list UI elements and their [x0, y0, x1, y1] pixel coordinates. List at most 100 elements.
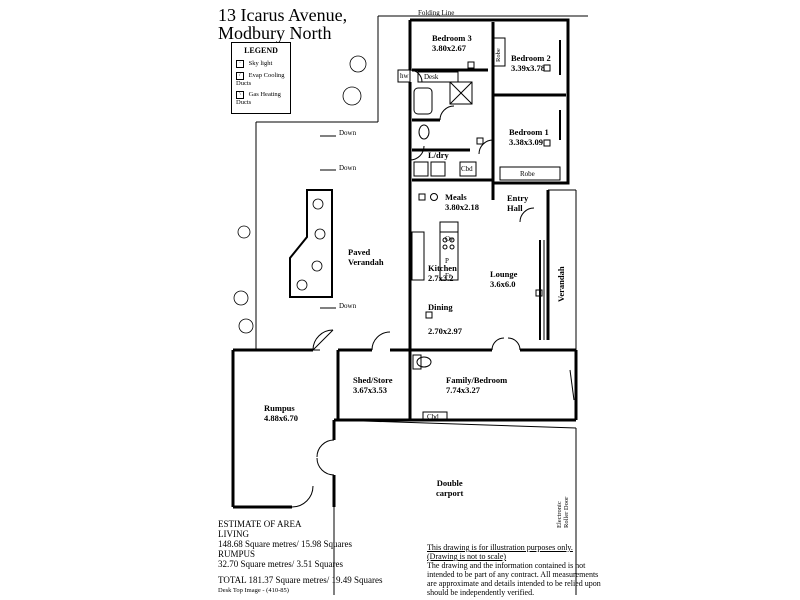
living-value: 148.68 Square metres/ 15.98 Squares: [218, 539, 352, 549]
property-address-line1: 13 Icarus Avenue,: [218, 5, 348, 25]
pantry-label: P: [445, 257, 449, 265]
rumpus-value: 32.70 Square metres/ 3.51 Squares: [218, 559, 343, 569]
legend-item-gas: \ Gas Heating Ducts: [236, 91, 290, 106]
down-label: Down: [339, 302, 357, 310]
room-meals: Meals 3.80x2.18: [445, 192, 479, 212]
disclaimer-body: The drawing and the information containe…: [427, 561, 601, 597]
room-name: Dining: [428, 302, 453, 312]
room-name: Paved: [348, 247, 371, 257]
room-name-2: Verandah: [348, 256, 384, 267]
robe-bed1: [499, 166, 561, 181]
hw-label: hw: [400, 72, 409, 80]
trees: [233, 55, 367, 334]
room-kitchen: Kitchen 2.7x3.2: [428, 263, 457, 283]
room-name: Shed/Store: [353, 375, 393, 385]
room-name: Bedroom 1: [509, 127, 549, 137]
desk: [417, 71, 459, 83]
laundry-tub: [413, 161, 429, 177]
down-label: Down: [339, 164, 357, 172]
kitchen-bench: [411, 231, 425, 281]
robe-label: Robe: [520, 170, 535, 178]
legend-title: LEGEND: [244, 46, 278, 55]
area-estimate: ESTIMATE OF AREA LIVING 148.68 Square me…: [218, 519, 383, 585]
carport-outline: [333, 419, 577, 429]
room-size: 3.38x3.09: [509, 136, 543, 147]
room-entry-hall: Entry Hall: [507, 193, 529, 213]
room-name: Bedroom 2: [511, 53, 551, 63]
fridge-label: Fr: [445, 272, 452, 280]
legend-item-evap: / Evap Cooling Ducts: [236, 72, 290, 87]
footer-credit: Desk Top Image - (410-85): [218, 587, 289, 594]
room-bedroom-2: Bedroom 2 3.39x3.78: [511, 53, 551, 73]
skylight-icon: ·: [236, 60, 244, 68]
room-size: 3.6x6.0: [490, 278, 516, 289]
robe-label: Robe: [495, 48, 502, 62]
hw: [397, 69, 411, 83]
room-bedroom-1: Bedroom 1 3.38x3.09: [509, 127, 549, 147]
disclaimer-line1: This drawing is for illustration purpose…: [427, 543, 573, 552]
cbd-label: Cbd: [427, 413, 439, 421]
room-name: Bedroom 3: [432, 33, 472, 43]
living-label: LIVING: [218, 529, 249, 539]
oven-label: Ov: [445, 235, 454, 243]
room-name: Meals: [445, 192, 467, 202]
room-size: 4.88x6.70: [264, 412, 298, 423]
legend-item-label: Evap Cooling Ducts: [236, 72, 285, 87]
room-name: Kitchen: [428, 263, 457, 273]
room-name-2: Hall: [507, 202, 523, 213]
room-laundry: L/dry: [428, 150, 449, 161]
room-verandah: Verandah: [556, 266, 566, 302]
electronic-roller-door-label: Electronic Roller Door: [556, 497, 570, 528]
property-address-line2: Modbury North: [218, 23, 332, 43]
room-rumpus: Rumpus 4.88x6.70: [264, 403, 298, 423]
room-double-carport: Double carport: [436, 478, 464, 498]
evap-cooling-icon: /: [236, 72, 244, 80]
down-label: Down: [339, 129, 357, 137]
rumpus-label: RUMPUS: [218, 549, 256, 559]
disclaimer: This drawing is for illustration purpose…: [427, 543, 607, 597]
room-name-2: carport: [436, 487, 464, 498]
robe-bed3: [492, 37, 506, 67]
room-name: Family/Bedroom: [446, 375, 508, 385]
planter-bed: [289, 189, 333, 298]
room-name: Entry: [507, 193, 529, 203]
room-name: Double: [436, 478, 463, 488]
room-paved-verandah: Paved Verandah: [348, 247, 384, 267]
room-size: 3.80x2.67: [432, 42, 466, 53]
legend-item-label: Gas Heating Ducts: [236, 91, 281, 106]
cbd-ldry: [459, 161, 477, 177]
room-size: 2.7x3.2: [428, 272, 454, 283]
cbd-family: [422, 411, 448, 421]
folding-line-label: Folding Line: [418, 9, 455, 17]
room-name: L/dry: [428, 150, 449, 160]
room-name: Lounge: [490, 269, 518, 279]
room-size: 3.80x2.18: [445, 201, 479, 212]
area-heading: ESTIMATE OF AREA: [218, 519, 302, 529]
toilet-2: [416, 356, 432, 368]
room-lounge: Lounge 3.6x6.0: [490, 269, 518, 289]
desk-label: Desk: [424, 73, 439, 81]
room-dining: Dining: [428, 302, 453, 313]
roller-door-line2: Roller Door: [563, 496, 570, 528]
roller-door-line1: Electronic: [556, 501, 563, 528]
room-dining-size: 2.70x2.97: [428, 326, 462, 337]
room-shed-store: Shed/Store 3.67x3.53: [353, 375, 393, 395]
gas-heating-icon: \: [236, 91, 244, 99]
bedroom-wing-walls: [410, 18, 570, 185]
room-family-bedroom: Family/Bedroom 7.74x3.27: [446, 375, 508, 395]
toilet: [418, 124, 430, 140]
legend: LEGEND · Sky light / Evap Cooling Ducts …: [231, 42, 291, 114]
room-bedroom-3: Bedroom 3 3.80x2.67: [432, 33, 472, 53]
room-size: 7.74x3.27: [446, 384, 480, 395]
legend-item-label: Sky light: [248, 60, 273, 67]
room-size: 2.70x2.97: [428, 326, 462, 336]
total-value: TOTAL 181.37 Square metres/ 19.49 Square…: [218, 575, 383, 585]
room-size: 3.39x3.78: [511, 62, 545, 73]
room-size: 3.67x3.53: [353, 384, 387, 395]
shower: [449, 81, 473, 105]
room-name: Rumpus: [264, 403, 295, 413]
bath: [413, 87, 433, 115]
legend-item-skylight: · Sky light: [236, 60, 272, 68]
disclaimer-line2: (Drawing is not to scale): [427, 552, 507, 561]
